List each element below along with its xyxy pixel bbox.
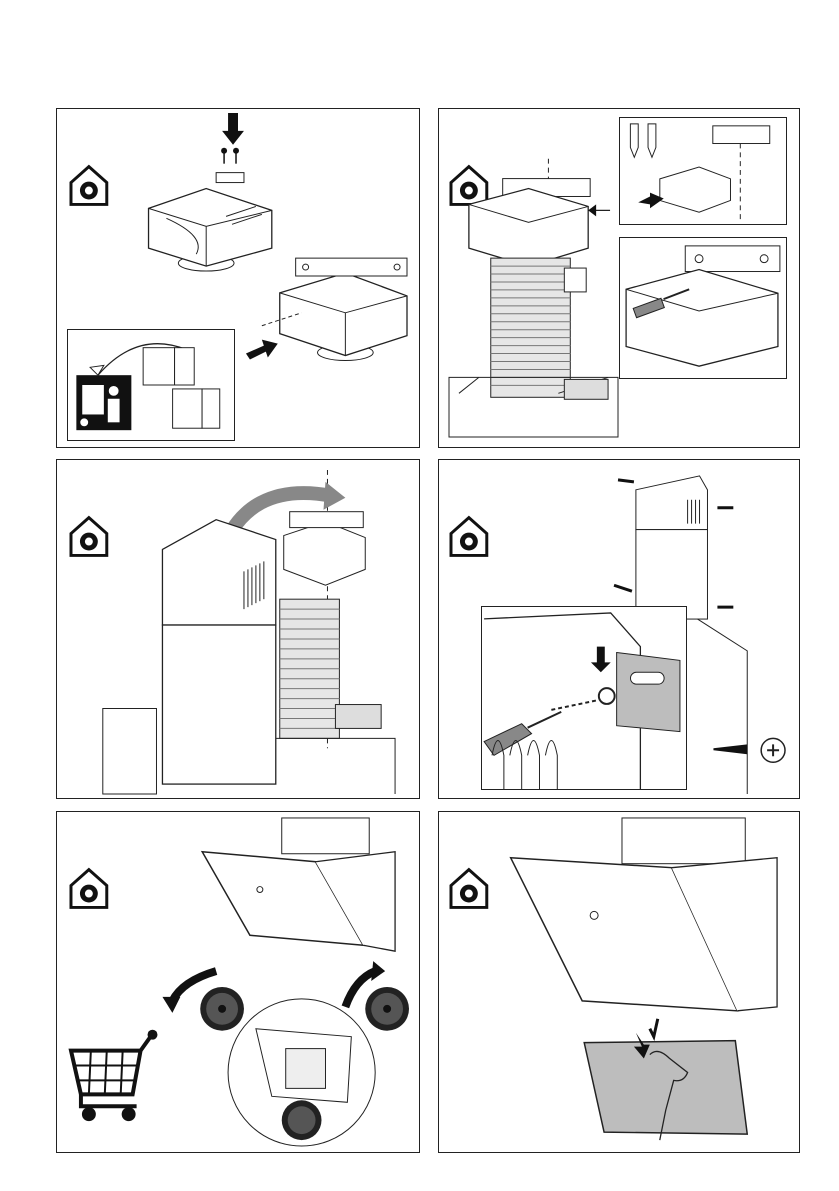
panel-6-drawing <box>439 812 799 1152</box>
carbon-filter-bottom-icon <box>282 1100 322 1140</box>
panel-3-drawing <box>57 460 419 798</box>
recirculation-house-icon <box>71 518 107 556</box>
recirculation-house-icon <box>71 870 107 908</box>
bracket-inset-bottom <box>619 237 787 379</box>
inset-bottom-drawing <box>620 238 786 378</box>
recirculation-house-icon <box>451 518 487 556</box>
bin-disposal-icon <box>76 375 131 430</box>
recirculation-house-icon <box>451 167 487 205</box>
screw-detail-drawing <box>482 607 686 789</box>
panel-5-carbon-filters <box>56 811 420 1153</box>
screw-icon <box>713 738 785 762</box>
carbon-filter-right-icon <box>365 987 409 1031</box>
shopping-cart-icon <box>71 1030 157 1121</box>
recirculation-house-icon <box>71 167 107 205</box>
inset-top-drawing <box>620 118 786 224</box>
recirculation-house-icon <box>451 870 487 908</box>
bracket-inset-top <box>619 117 787 225</box>
discard-parts-inset <box>67 329 235 441</box>
panel-3-chimney-slide <box>56 459 420 799</box>
panel-4-chimney-screws <box>438 459 800 799</box>
panel-2-flexible-duct <box>438 108 800 448</box>
screwdriver-icon <box>484 712 561 756</box>
carbon-filter-left-icon <box>200 987 244 1031</box>
panel-6-grease-filter <box>438 811 800 1153</box>
wall-plug-icon <box>630 124 656 157</box>
discard-drawing <box>68 330 234 440</box>
panel-5-drawing <box>57 812 419 1152</box>
screw-detail-inset <box>481 606 687 790</box>
panel-1-bracket-mount <box>56 108 420 448</box>
